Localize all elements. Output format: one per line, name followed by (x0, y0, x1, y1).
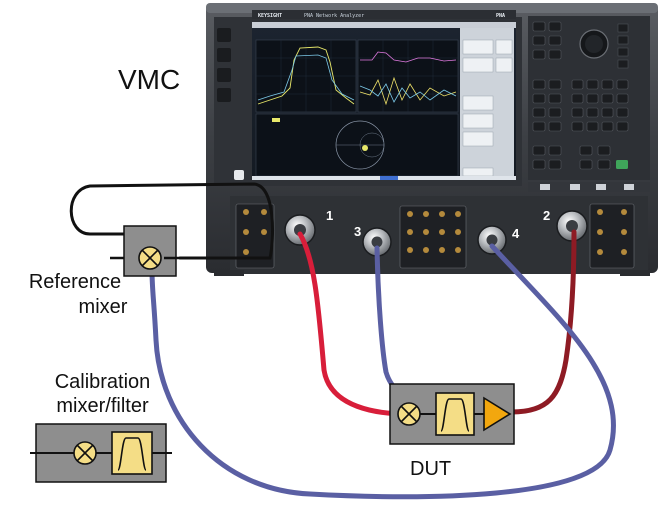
reference-loop-cable (69, 182, 274, 260)
reference-mixer-label-line1: Reference (28, 271, 122, 293)
passband-trace-2 (257, 54, 355, 101)
test-port-2[interactable]: 2 (543, 208, 588, 242)
power-button[interactable] (234, 170, 244, 180)
test-port-3[interactable]: 3 (354, 224, 392, 257)
port-label-2: 2 (543, 208, 550, 223)
reference-mixer-label-line2: mixer (78, 296, 128, 318)
bandpass-filter-icon (111, 431, 153, 475)
model-text: PNA (496, 13, 505, 19)
instrument-label: VMC (118, 64, 181, 95)
mixer-icon (397, 402, 421, 426)
sma-jacks (243, 209, 627, 255)
trace-cyan (359, 83, 457, 103)
calibration-mixer-filter (30, 423, 172, 483)
test-port-4[interactable]: 4 (477, 225, 520, 255)
dut (389, 383, 515, 445)
menu-bar (252, 22, 516, 28)
smith-marker (362, 145, 368, 151)
dut-label: DUT (410, 458, 452, 480)
brand-strip (252, 10, 516, 19)
port4-reference-cable (149, 243, 616, 500)
port-label-3: 3 (354, 224, 361, 239)
calibration-label-line2: mixer/filter (56, 395, 149, 417)
mixer-icon (73, 441, 97, 465)
mixer-icon (138, 246, 162, 270)
trace-grid (256, 40, 458, 112)
test-port-1[interactable]: 1 (284, 208, 333, 246)
brand-text: KEYSIGHT (258, 13, 282, 19)
title-bar-text: PNA Network Analyzer (304, 13, 364, 19)
passband-trace (257, 46, 355, 105)
amplifier-icon (483, 396, 512, 432)
trace-yellow (359, 76, 457, 106)
softkeys (462, 39, 513, 177)
port2-cable (509, 229, 577, 415)
reference-mixer (110, 225, 182, 277)
port-label-4: 4 (512, 226, 520, 241)
calibration-label-line1: Calibration (54, 371, 151, 393)
port-label-1: 1 (326, 208, 333, 223)
port1-cable (297, 231, 411, 417)
trace-magenta (360, 51, 457, 63)
keypad (528, 16, 650, 192)
left-side-buttons (217, 28, 231, 102)
bandpass-filter-icon (435, 392, 475, 436)
